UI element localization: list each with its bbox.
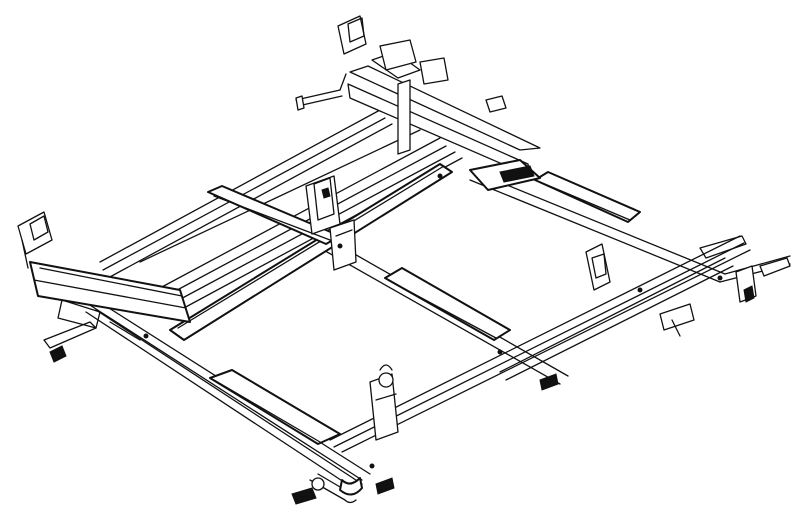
left-rear-crossmember (17, 211, 191, 363)
front-bottom-tube (291, 373, 559, 505)
left-side-rail (81, 295, 371, 491)
right-side-tube (469, 171, 791, 283)
middle-cross-bar (319, 239, 569, 385)
middle-clamp-post (305, 175, 357, 271)
top-clamp-assembly (295, 15, 541, 191)
right-clamp (585, 243, 757, 337)
front-roller-clamp (369, 364, 399, 441)
fastener-dots (143, 173, 723, 469)
central-long-bar (169, 163, 453, 341)
front-tray-rails (329, 235, 751, 453)
